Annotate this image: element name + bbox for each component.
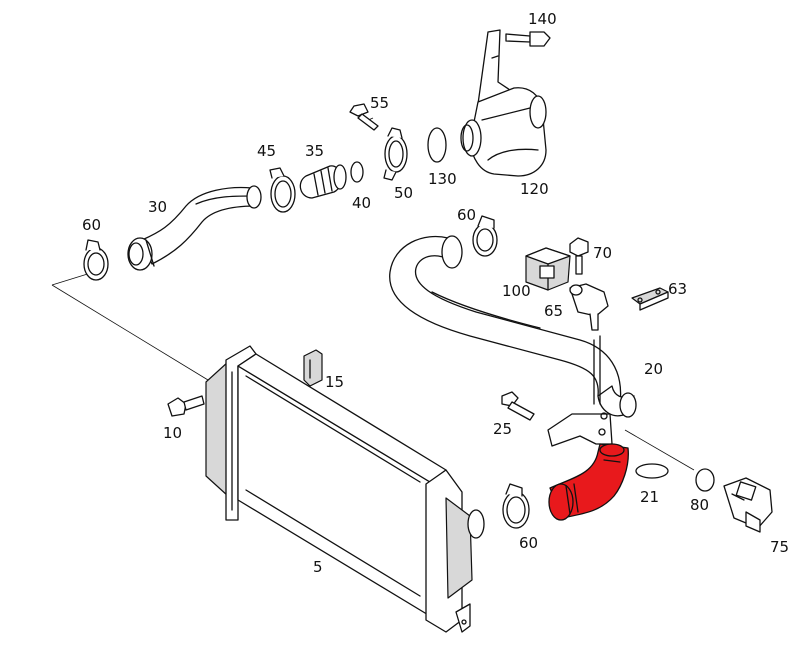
- o-ring-21: [635, 463, 669, 479]
- label-45: 45: [257, 142, 276, 160]
- intercooler-5: [205, 345, 485, 633]
- hose-21-highlighted: [548, 443, 629, 521]
- label-140: 140: [528, 10, 557, 28]
- label-63: 63: [668, 280, 687, 298]
- callout-labels: 140 55 45 35 40 50 130 120 30 60 60 70 1…: [82, 10, 789, 576]
- bolt-25: [501, 391, 535, 421]
- label-55: 55: [370, 94, 389, 112]
- bolt-55: [349, 103, 379, 131]
- bolt-10: [167, 395, 205, 417]
- sensor-75: [723, 477, 773, 533]
- label-40: 40: [352, 194, 371, 212]
- label-5: 5: [313, 558, 323, 576]
- pipe-30: [127, 185, 262, 271]
- sensor-65: [569, 283, 609, 331]
- label-50: 50: [394, 184, 413, 202]
- air-housing-120: [460, 29, 547, 177]
- clamp-60-top: [472, 215, 498, 257]
- label-30: 30: [148, 198, 167, 216]
- o-ring-80: [695, 468, 715, 492]
- pipe-20: [389, 235, 637, 447]
- bracket-63: [631, 287, 669, 311]
- label-130: 130: [428, 170, 457, 188]
- label-75: 75: [770, 538, 789, 556]
- clip-15: [303, 349, 323, 387]
- bolt-70: [569, 237, 589, 275]
- label-60-left: 60: [82, 216, 101, 234]
- sensor-100: [525, 247, 571, 291]
- label-70: 70: [593, 244, 612, 262]
- label-10: 10: [163, 424, 182, 442]
- label-20: 20: [644, 360, 663, 378]
- clamp-45: [269, 167, 296, 213]
- o-ring-40: [350, 161, 364, 183]
- label-65: 65: [544, 302, 563, 320]
- label-100: 100: [502, 282, 531, 300]
- label-60-bottom: 60: [519, 534, 538, 552]
- connector-35: [299, 164, 347, 199]
- label-120: 120: [520, 180, 549, 198]
- label-60-top: 60: [457, 206, 476, 224]
- o-ring-130: [427, 127, 447, 163]
- clamp-60-left: [83, 239, 109, 281]
- bolt-140: [505, 31, 551, 47]
- label-21: 21: [640, 488, 659, 506]
- label-35: 35: [305, 142, 324, 160]
- clamp-60-bottom: [502, 483, 530, 529]
- clamp-50: [383, 127, 408, 181]
- label-15: 15: [325, 373, 344, 391]
- label-80: 80: [690, 496, 709, 514]
- label-25: 25: [493, 420, 512, 438]
